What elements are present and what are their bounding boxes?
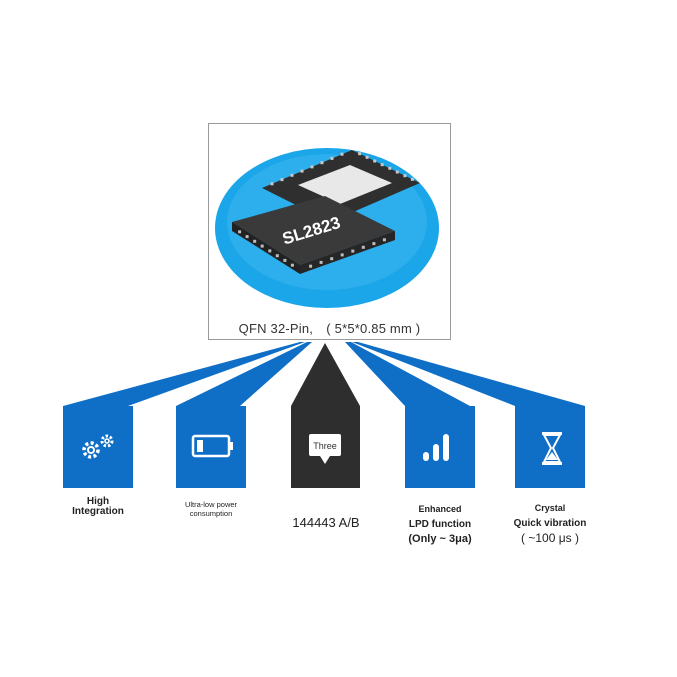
chip-pin [330, 257, 334, 261]
feature-panel-power [176, 406, 246, 488]
chip-pin [340, 253, 344, 257]
feature-panel-lpd [405, 406, 475, 488]
chip-pin [253, 239, 257, 243]
chip-pin [382, 238, 386, 242]
chip-pin [283, 258, 287, 262]
chip-pin [309, 264, 313, 268]
package-caption: QFN 32-Pin, ( 5*5*0.85 mm ) [238, 321, 421, 336]
chip-pin [351, 249, 355, 253]
feature-label-integration: High Integration [72, 496, 124, 517]
chip-pin [380, 163, 384, 167]
chip-pin [319, 260, 323, 264]
chip-top: SL2823 [232, 196, 395, 274]
protocol-badge-text: Three [313, 441, 337, 451]
chip-pin [365, 155, 369, 159]
chip-pin [275, 254, 279, 258]
chip-pin [268, 249, 272, 253]
chip-pin [270, 182, 274, 186]
hourglass-icon [542, 432, 562, 465]
ray-power [176, 342, 312, 406]
chip-pin [320, 161, 324, 165]
chip-pin [330, 156, 334, 160]
chip-pin [290, 263, 294, 267]
chip-pin [373, 159, 377, 163]
ray-integration [63, 342, 305, 406]
ray-lpd [345, 342, 470, 406]
feature-panel-integration [63, 406, 133, 488]
battery-icon [191, 434, 233, 458]
speech-bubble-icon: Three [309, 434, 341, 464]
chip-pin [340, 152, 344, 156]
chip-pin [238, 230, 242, 234]
chip-pin [361, 245, 365, 249]
ray-crystal [352, 342, 585, 406]
chip-pin [310, 165, 314, 169]
gears-icon [82, 434, 114, 459]
chip-pin [290, 173, 294, 177]
chip-pin [388, 166, 392, 170]
feature-label-lpd: Enhanced LPD function (Only ~ 3μa) [408, 504, 472, 545]
chip-pin [245, 235, 249, 239]
signal-bars-icon [423, 434, 449, 461]
feature-label-power: Ultra-low power consumption [184, 500, 238, 518]
feature-label-protocol: 144443 A/B [292, 515, 360, 530]
chip-pin [403, 174, 407, 178]
feature-label-crystal: Crystal Quick vibration ( ~100 μs ) [513, 503, 587, 545]
chip-pin [300, 169, 304, 173]
center-pointer [291, 343, 360, 406]
chip-pin [395, 170, 399, 174]
chip-pin [358, 152, 362, 156]
chip-pin [372, 242, 376, 246]
chip-pin [280, 178, 284, 182]
chip-pin [410, 177, 414, 181]
chip-pin [260, 244, 264, 248]
